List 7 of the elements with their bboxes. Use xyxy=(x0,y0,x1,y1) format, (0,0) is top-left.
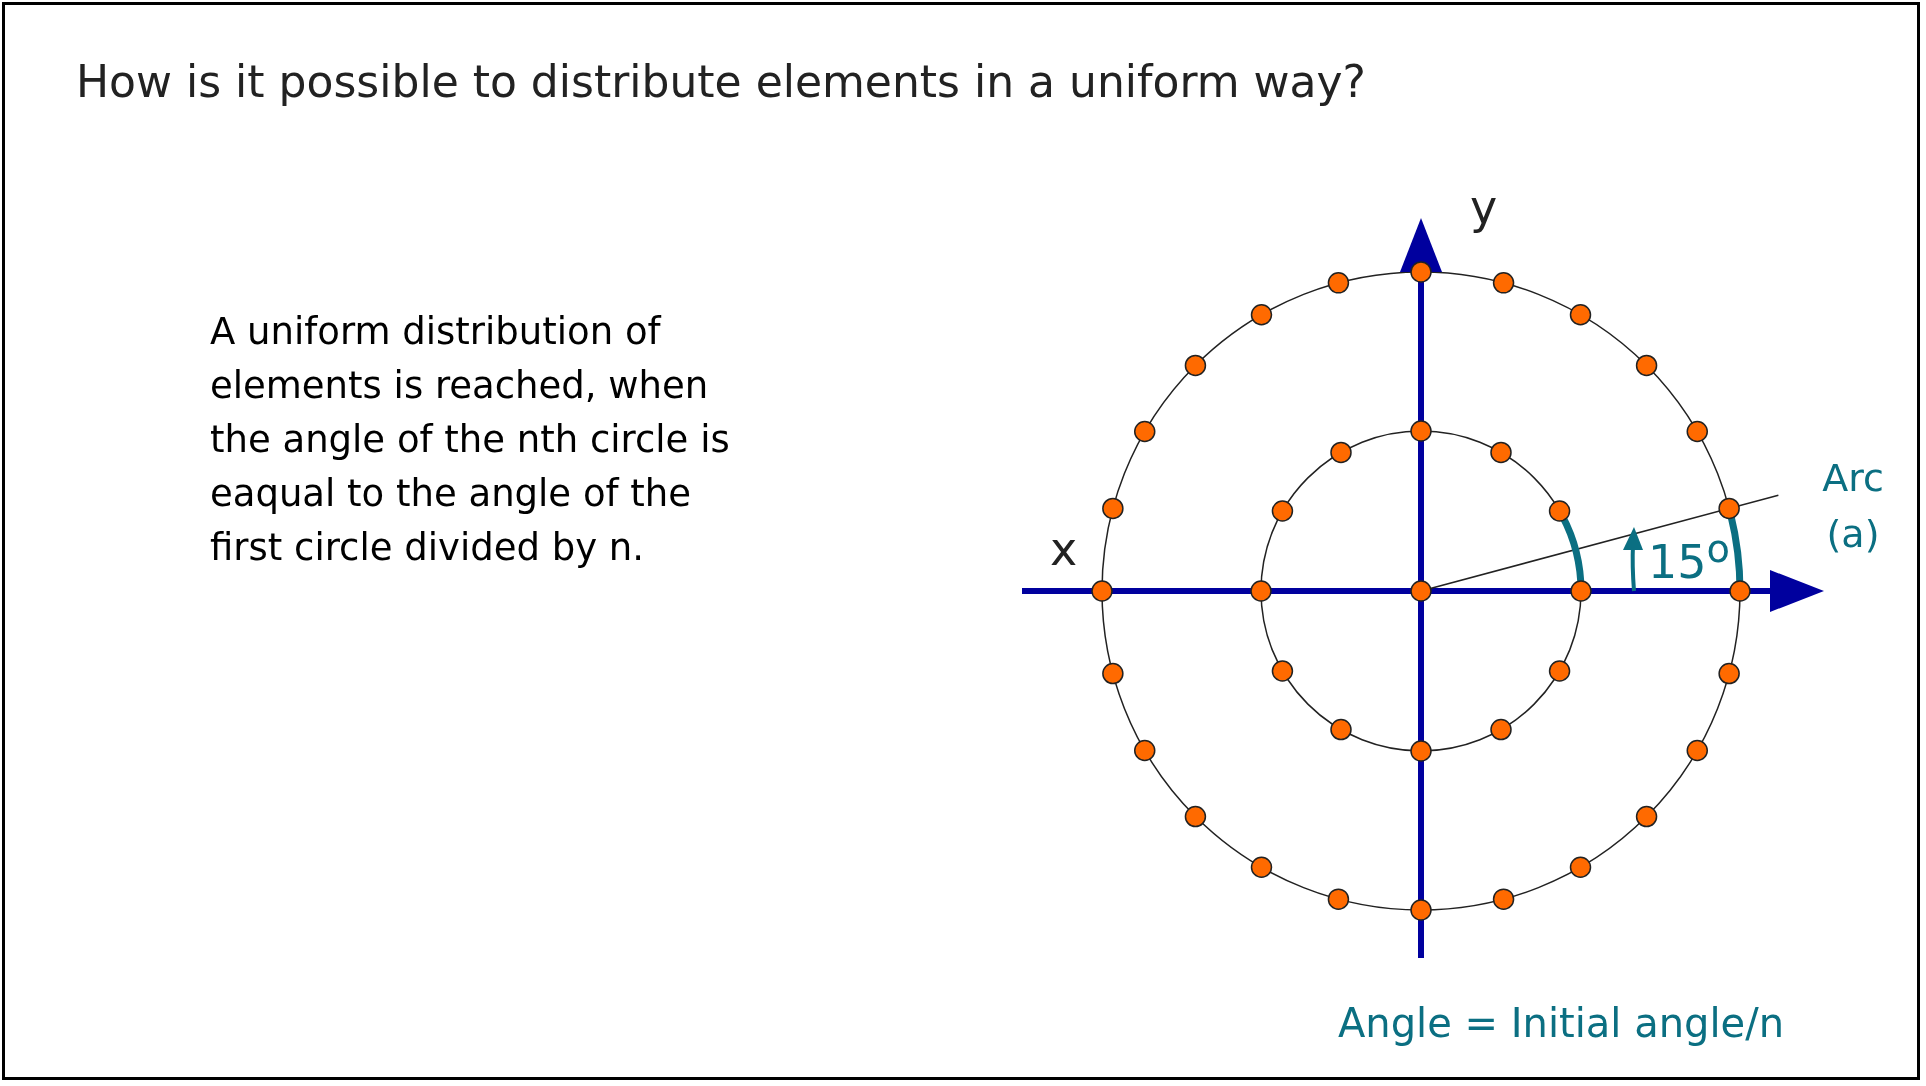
title-text: How is it possible to distribute elements in a uniform way? xyxy=(76,56,1366,107)
axis-label: x xyxy=(1050,522,1078,576)
arc-label: Arc (a) xyxy=(1821,455,1885,558)
angle-value: 15$^{o}$ xyxy=(1648,526,1730,590)
description-paragraph: A uniform distribution of elements is reached, when the angle of the nth circle is eaqual to the angle of the first circle divided by n. xyxy=(210,309,731,571)
axis-label: y xyxy=(1470,180,1498,234)
formula-text: Angle = Initial angle/n xyxy=(1338,1000,1784,1046)
